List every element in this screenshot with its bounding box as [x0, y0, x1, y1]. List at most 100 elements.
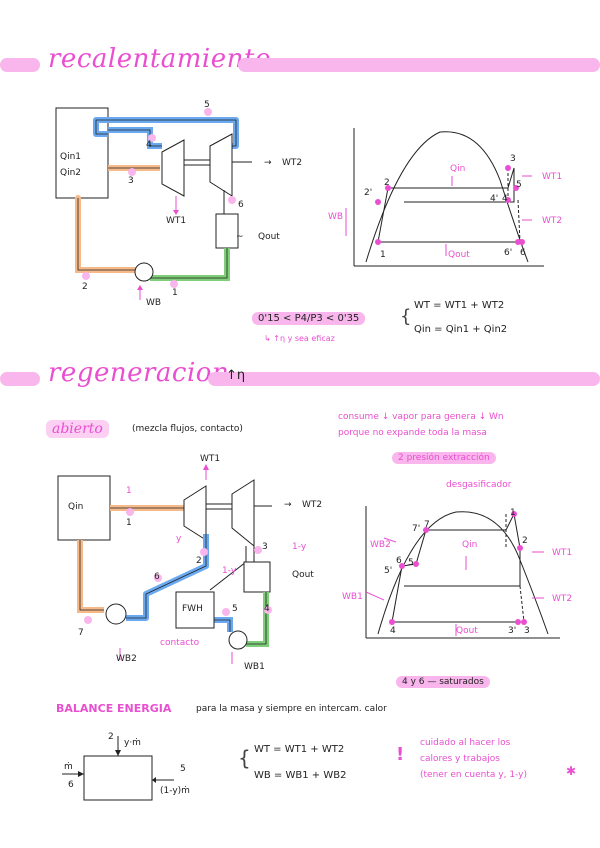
ts1-wt2: WT2 [542, 216, 563, 226]
note-desgasificador: desgasificador [446, 480, 512, 490]
label-qin2: Qin2 [60, 168, 82, 178]
note-extraccion: 2 presión extracción [392, 452, 496, 464]
ts2-qin: Qin [462, 540, 478, 550]
ts2-pt-4: 4 [390, 626, 396, 636]
warn-line-3: (tener en cuenta y, 1-y) [420, 770, 527, 780]
ts1-wb: WB [328, 212, 344, 222]
wave-qout: ~ [236, 232, 244, 242]
brace-1: { [400, 306, 412, 327]
ts1-qin: Qin [450, 164, 466, 174]
ts1-pt-1: 1 [380, 250, 386, 260]
state-3: 3 [128, 176, 134, 186]
state2-3: 3 [262, 542, 268, 552]
ts1-pt-3: 3 [510, 154, 516, 164]
ts1-pt-4p: 4' [490, 194, 499, 204]
label-wt1: WT1 [166, 216, 187, 226]
header-bar-right-2 [208, 372, 600, 386]
ts2-wt2: WT2 [552, 594, 573, 604]
label2-qin: Qin [68, 502, 84, 512]
state2-6: 6 [154, 572, 160, 582]
regeneration-cycle-diagram [57, 464, 272, 664]
ts1-pt-2: 2 [384, 178, 390, 188]
ts2-pt-1: 1 [510, 508, 516, 518]
ts2-pt-6: 6 [396, 556, 402, 566]
state2-4: 4 [264, 604, 270, 614]
brace-2: { [238, 746, 251, 770]
ts1-pt-4: 4 [502, 194, 508, 204]
balance-box-diagram [62, 736, 174, 801]
box-right-state: 5 [180, 764, 186, 774]
eq2-wt-total: WT = WT1 + WT2 [254, 744, 345, 755]
box-right-mass: (1-y)ṁ [160, 786, 190, 796]
box-top-state: 2 [108, 732, 114, 742]
state-2: 2 [82, 282, 88, 292]
label2-wb1: WB1 [244, 662, 265, 672]
subtitle-abierto: abierto [46, 420, 109, 438]
ts2-pt-2: 2 [522, 536, 528, 546]
state2-7: 7 [78, 628, 84, 638]
ts2-pt-5p: 5' [384, 566, 393, 576]
warn-line-2: calores y trabajos [420, 754, 500, 764]
eq-qin-total: Qin = Qin1 + Qin2 [414, 324, 508, 335]
label2-qout: Qout [292, 570, 314, 580]
label2-one: 1 [126, 486, 132, 496]
state-1: 1 [172, 288, 178, 298]
label-qin1: Qin1 [60, 152, 82, 162]
pressure-condition-note: ↳ ↑η y sea eficaz [264, 334, 335, 343]
label2-wt2: WT2 [302, 500, 323, 510]
ts2-wb2: WB2 [370, 540, 391, 550]
header-bar-left-2 [0, 372, 40, 386]
ts2-pt-7: 7 [424, 520, 430, 530]
label-qout: Qout [258, 232, 280, 242]
header-bar-left [0, 58, 40, 72]
section-title-regeneracion: regeneracion [48, 358, 230, 388]
ts2-pt-5: 5 [408, 558, 414, 568]
ts1-pt-5: 5 [516, 180, 522, 190]
state-4: 4 [146, 140, 152, 150]
ts1-qout: Qout [448, 250, 470, 260]
label2-1-y-a: 1-y [222, 566, 237, 576]
box-top-mass: y·ṁ [124, 738, 141, 748]
section-title-recalentamiento: recalentamiento [48, 44, 271, 74]
state2-5: 5 [232, 604, 238, 614]
state2-1: 1 [126, 518, 132, 528]
reheat-ts-diagram [345, 128, 544, 267]
balance-note: para la masa y siempre en intercam. calo… [196, 704, 387, 714]
label2-y: y [176, 534, 182, 544]
state-5: 5 [204, 100, 210, 110]
state-6: 6 [238, 200, 244, 210]
subtitle-abierto-note: (mezcla flujos, contacto) [132, 424, 243, 434]
label2-wb2: WB2 [116, 654, 137, 664]
ts1-pt-2p: 2' [364, 188, 373, 198]
arrow-wt2: → [264, 158, 272, 168]
ts2-pt-7p: 7' [412, 524, 421, 534]
warning-icon: ! [396, 744, 405, 765]
label-wt2: WT2 [282, 158, 303, 168]
ts2-wt1: WT1 [552, 548, 573, 558]
ts1-wt1: WT1 [542, 172, 563, 182]
note-saturados: 4 y 6 — saturados [396, 676, 490, 688]
label-wb: WB [146, 298, 162, 308]
pressure-condition: 0'15 < P4/P3 < 0'35 [252, 312, 366, 325]
label2-wt1: WT1 [200, 454, 221, 464]
ts2-pt-3p: 3' [508, 626, 517, 636]
balance-title: BALANCE ENERGIA [56, 702, 172, 715]
label2-1-y-b: 1-y [292, 542, 307, 552]
ts2-wb1: WB1 [342, 592, 363, 602]
note-consume: consume ↓ vapor para genera ↓ Wn [338, 412, 504, 422]
box-left-state: 6 [68, 780, 74, 790]
state2-2: 2 [196, 556, 202, 566]
note-porque: porque no expande toda la masa [338, 428, 487, 438]
ts1-pt-6p: 6' [504, 248, 513, 258]
header-bar-right [238, 58, 600, 72]
ts2-pt-3: 3 [524, 626, 530, 636]
eq-wt-total: WT = WT1 + WT2 [414, 300, 505, 311]
ts1-pt-6: 6 [520, 248, 526, 258]
sparkle-icon: ✱ [566, 764, 577, 778]
label2-fwh: FWH [182, 604, 203, 614]
box-left-mass: ṁ [64, 762, 73, 772]
reheat-cycle-diagram [55, 107, 252, 300]
regeneration-ts-diagram [365, 506, 560, 639]
